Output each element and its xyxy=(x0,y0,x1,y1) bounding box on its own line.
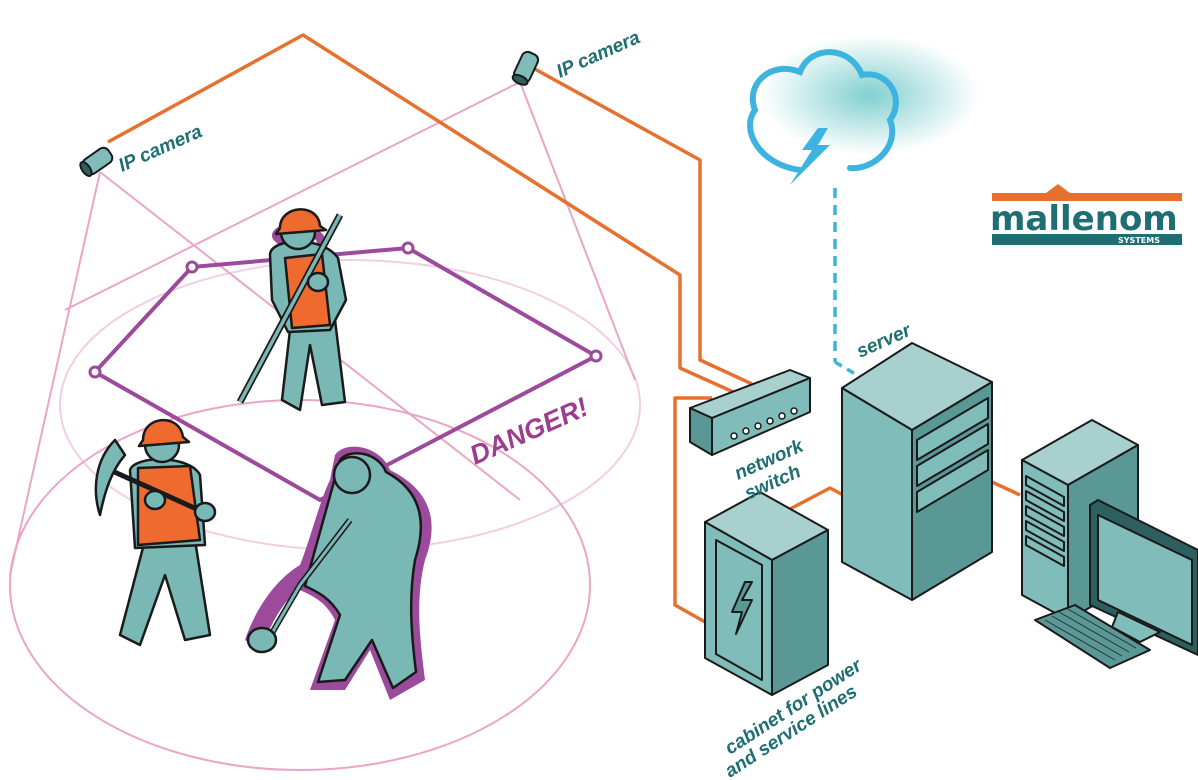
monitor-icon xyxy=(1089,499,1198,656)
worker-icon xyxy=(236,208,348,412)
cable-server-to-pc xyxy=(991,480,1021,497)
left-camera-view-cone xyxy=(9,171,521,576)
label-danger: DANGER! xyxy=(465,392,592,471)
network-switch-icon xyxy=(689,369,811,456)
lightning-icon xyxy=(731,581,753,635)
logo-name: mallenom xyxy=(990,199,1178,239)
logo-subtitle: SYSTEMS xyxy=(1118,236,1160,245)
cable-right-camera xyxy=(532,66,753,386)
cable-cabinet-to-server xyxy=(787,486,846,512)
company-logo: mallenom SYSTEMS xyxy=(990,184,1182,245)
keyboard-icon xyxy=(1034,604,1151,669)
cable-switch-to-cabinet xyxy=(673,396,712,624)
label-ip-camera-right: IP camera xyxy=(553,27,643,83)
cloud-icon xyxy=(747,35,980,185)
danger-zone xyxy=(88,241,603,503)
worker-icon xyxy=(245,446,432,700)
worker-icon xyxy=(94,418,217,647)
ip-camera-icon xyxy=(511,50,540,86)
cabinet-icon xyxy=(704,491,829,696)
cables xyxy=(107,33,1021,624)
right-camera-view-cone xyxy=(64,81,636,381)
server-icon xyxy=(841,342,993,601)
ip-camera-icon xyxy=(79,146,114,177)
cable-left-camera xyxy=(107,33,741,397)
